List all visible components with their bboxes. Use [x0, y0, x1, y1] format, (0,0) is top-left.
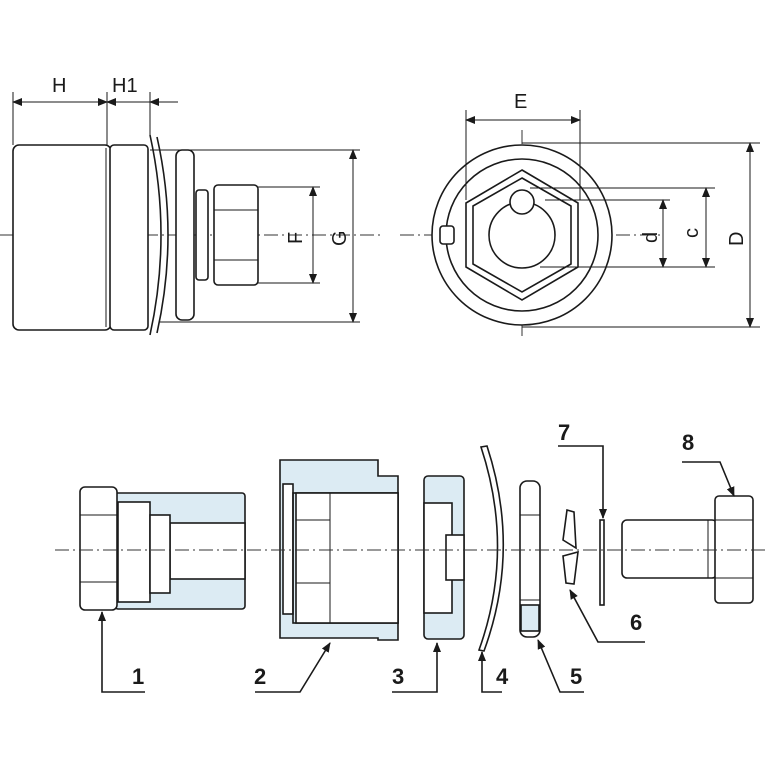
dim-label-H: H — [52, 75, 66, 97]
part-6-split-washer — [562, 508, 579, 585]
part-label-4: 4 — [496, 664, 509, 689]
dim-label-D: D — [726, 232, 748, 246]
dim-label-G: G — [329, 230, 351, 246]
dim-label-H1: H1 — [112, 75, 138, 97]
side-view: H H1 F G — [0, 75, 380, 336]
exploded-view: 1 2 3 4 5 6 7 8 — [55, 420, 768, 693]
part-label-3: 3 — [392, 664, 404, 689]
dim-label-E: E — [514, 91, 527, 113]
part-label-1: 1 — [132, 664, 144, 689]
part-label-7: 7 — [558, 420, 570, 445]
part-label-8: 8 — [682, 430, 694, 455]
part-label-5: 5 — [570, 664, 582, 689]
part-3-ring — [423, 475, 465, 640]
part-5-lock-washer — [519, 480, 541, 638]
part-4-spring-washer — [477, 445, 505, 652]
dim-label-c: c — [681, 228, 703, 238]
part-label-6: 6 — [630, 610, 642, 635]
part-1-body — [79, 486, 246, 611]
front-view: E d c D — [400, 91, 760, 340]
dim-label-d: d — [640, 232, 662, 243]
part-7-shim — [599, 519, 605, 606]
part-label-2: 2 — [254, 664, 266, 689]
dim-label-F: F — [285, 232, 307, 244]
